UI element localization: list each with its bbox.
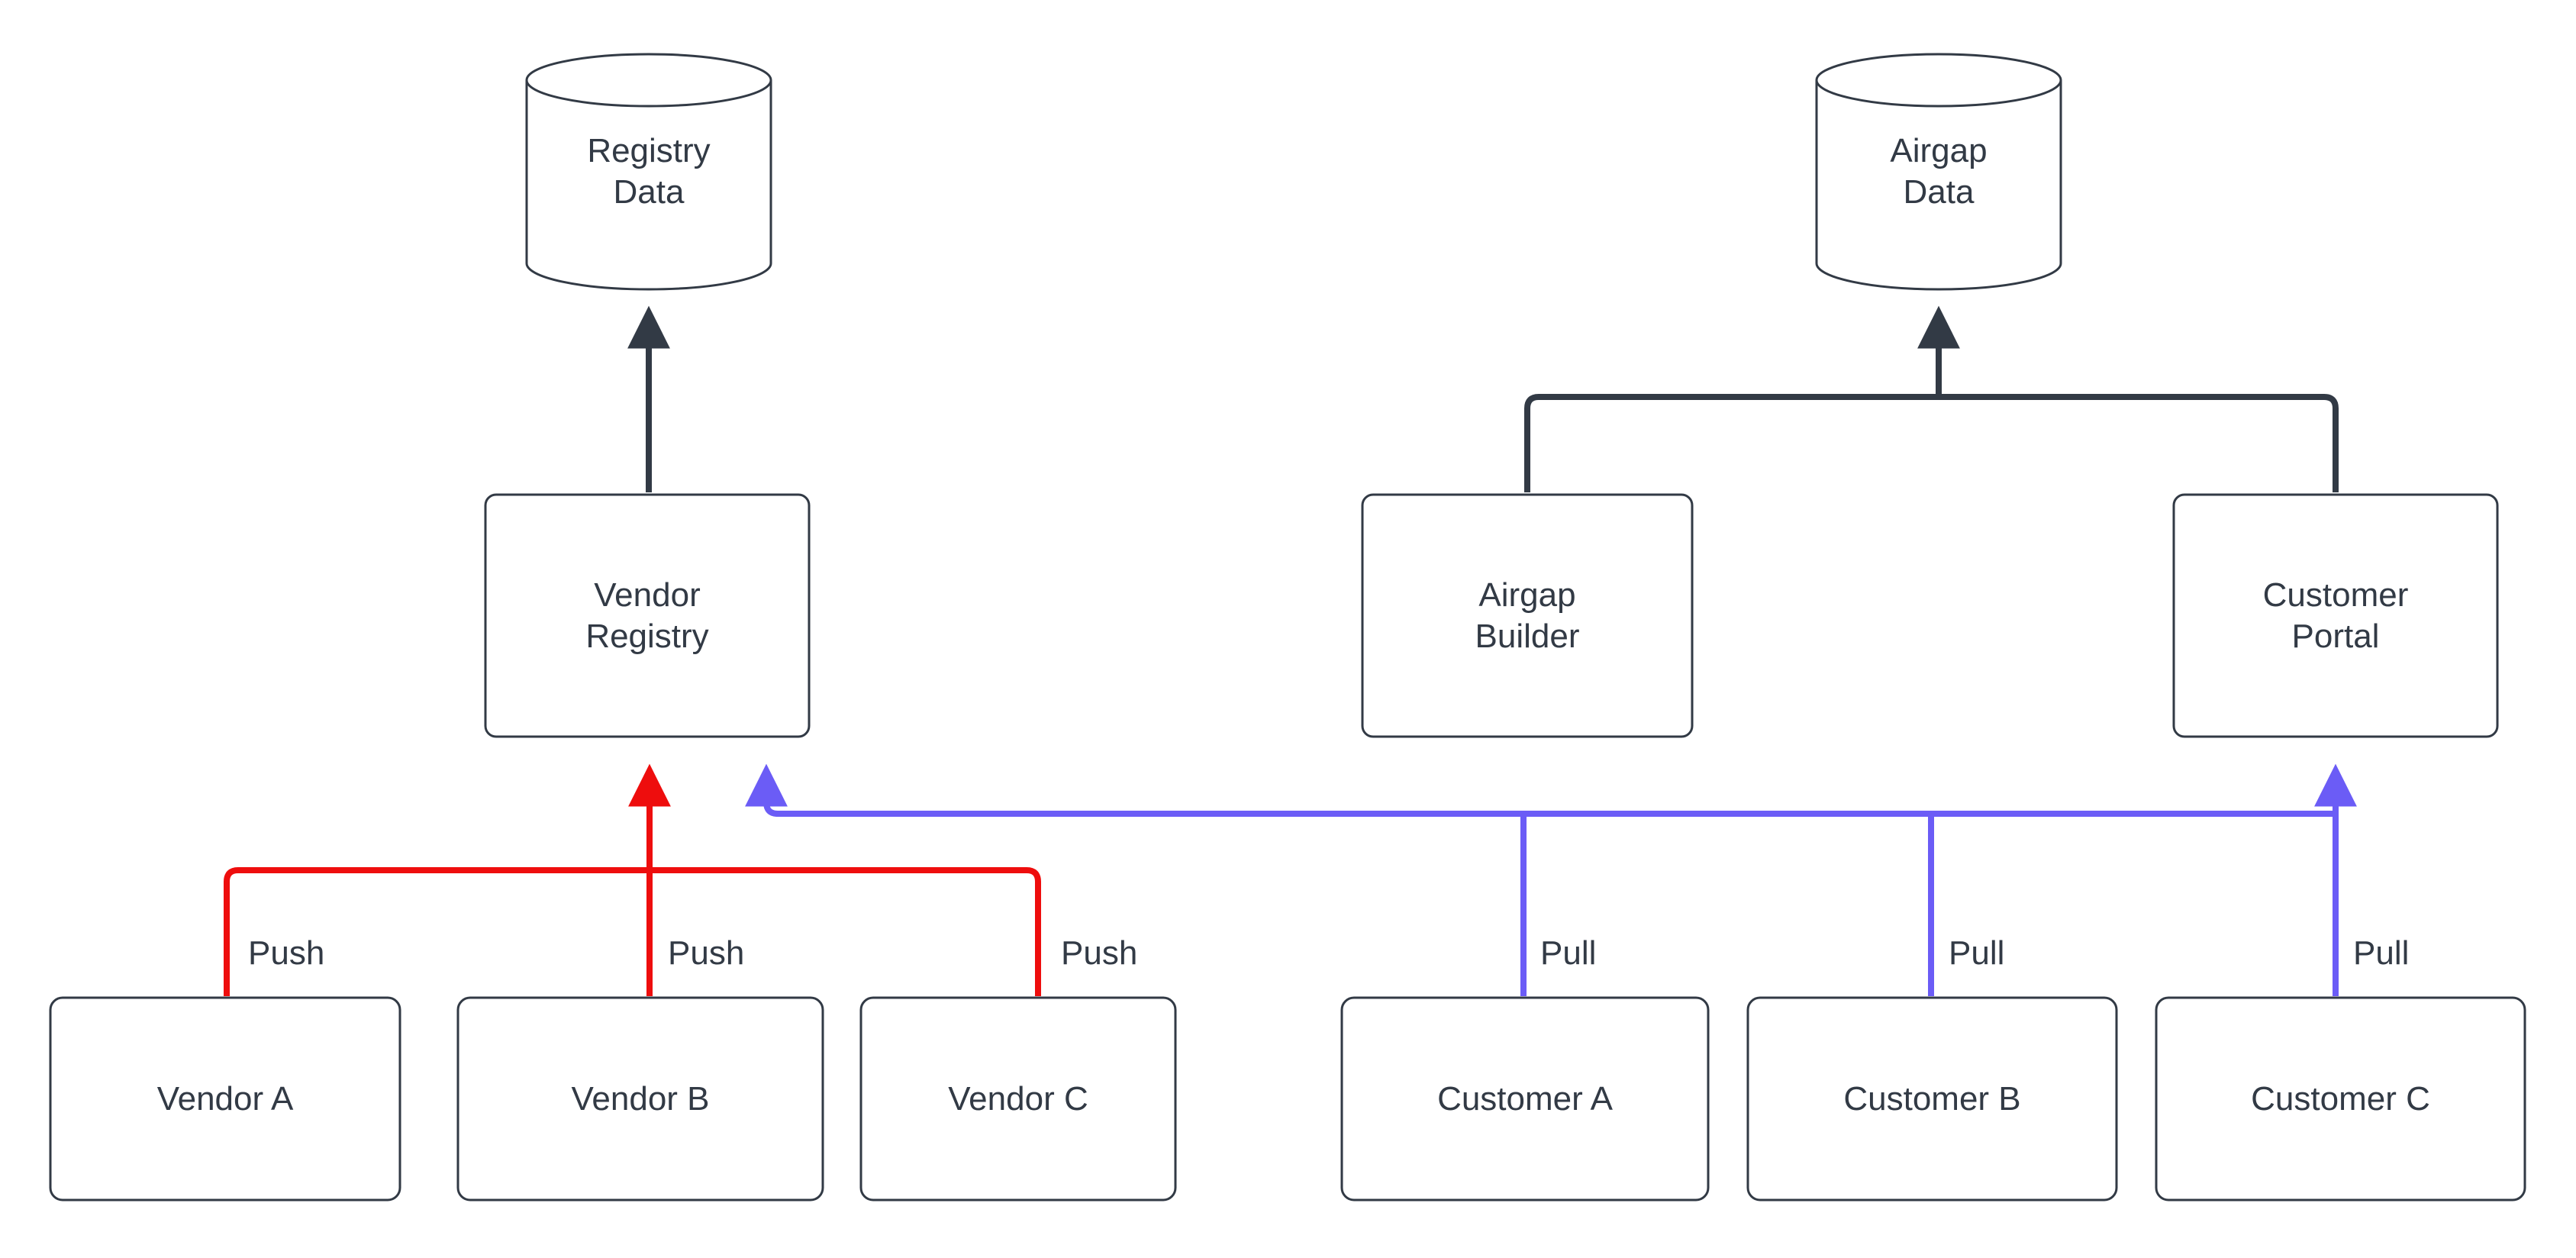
edge-label-pull-customer-c: Pull [2353,934,2410,972]
actor-vendor-c-shape [859,996,1177,1202]
service-airgap-builder-shape [1361,493,1694,738]
datastore-airgap-data-shape [1815,53,2062,291]
actor-vendor-a-shape [49,996,401,1202]
edge-label-pull-customer-a: Pull [1540,934,1597,972]
edge-label-push-vendor-c: Push [1061,934,1138,972]
edge-label-push-vendor-b: Push [668,934,745,972]
actor-customer-b-shape [1746,996,2118,1202]
edge-vendor-c-push [650,867,1041,996]
edge-airgap-builder-to-bus [1524,394,1939,492]
edge-label-push-vendor-a: Push [248,934,325,972]
edge-customer-portal-to-bus [1939,394,2339,492]
actor-vendor-b-shape [456,996,824,1202]
actor-customer-c-shape [2155,996,2526,1202]
edge-label-pull-customer-b: Pull [1949,934,2005,972]
actor-customer-a-shape [1340,996,1710,1202]
edge-vendor-a-push [224,867,650,996]
service-customer-portal-shape [2172,493,2499,738]
edge-pull-bus-to-vendor-registry [745,763,2336,817]
service-vendor-registry-shape [484,493,811,738]
datastore-registry-data-shape [525,53,772,291]
